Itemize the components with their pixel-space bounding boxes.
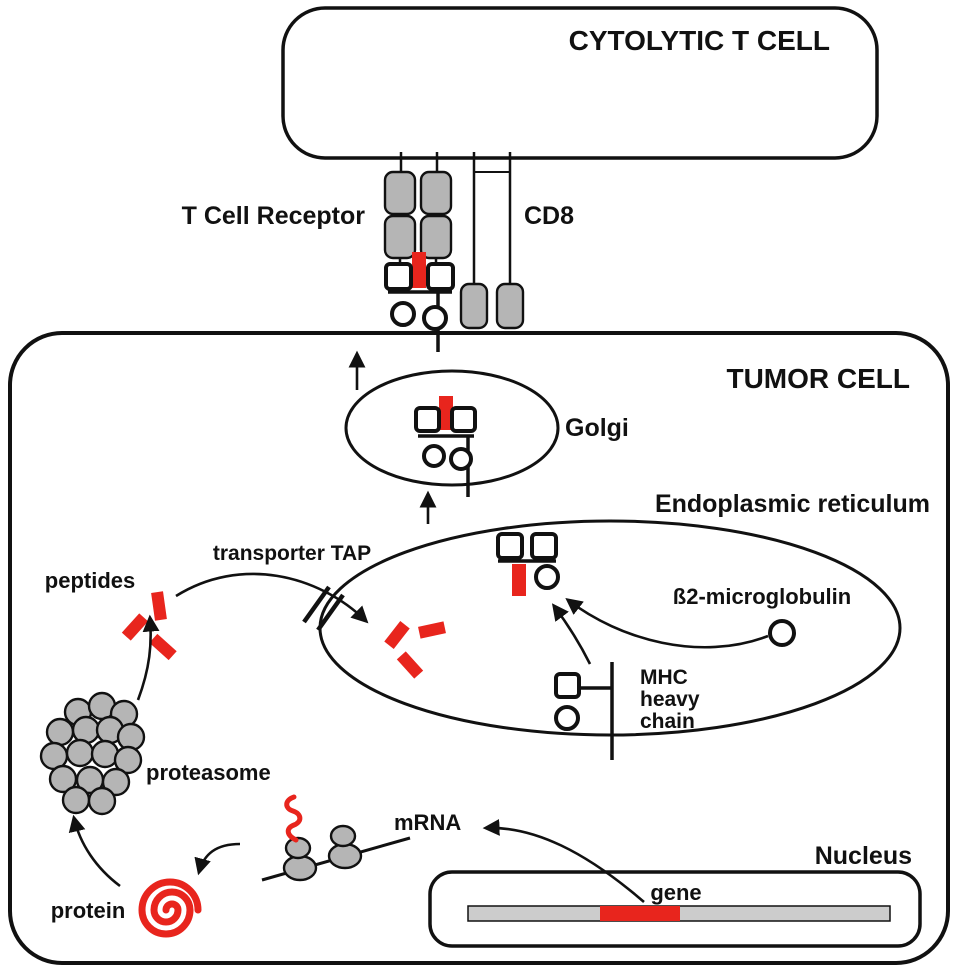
peptide-fragment-icon [384, 621, 410, 649]
arrow-b2m-to-complex [565, 597, 769, 649]
peptide-fragment-icon [151, 591, 167, 621]
protein-label: protein [51, 898, 126, 923]
proteasome-icon: proteasome [39, 691, 271, 816]
peptide-fragment-icon [121, 613, 149, 641]
cd8-coreceptor-icon: CD8 [459, 152, 574, 330]
peptides-in-er-group [384, 621, 446, 679]
cytolytic-t-cell: CYTOLYTIC T CELL [281, 6, 879, 160]
mhc-peptide-complex-surface-icon [384, 252, 455, 352]
tcr-domain-icon [383, 170, 417, 216]
ribosome-icon [284, 836, 312, 860]
tcr-domain-icon [419, 170, 453, 216]
peptide-fragment-icon [418, 621, 446, 639]
transporter-tap-label: transporter TAP [213, 542, 371, 565]
mhc-peptide-complex-golgi-icon [414, 396, 477, 497]
nucleus: Nucleus gene [428, 842, 922, 948]
t-cell-receptor-icon: T Cell Receptor [182, 152, 453, 266]
beta2-microglobulin-label: ß2-microglobulin [673, 584, 851, 609]
tcr-domain-icon [383, 214, 417, 260]
mhc-heavy-chain-label-line2: heavy [640, 688, 700, 711]
cd8-domain-icon [459, 282, 489, 330]
arrow-heavychain-to-complex [551, 603, 592, 665]
gene-segment-icon [600, 906, 680, 921]
gene-label: gene [650, 880, 701, 905]
arrow-proteasome-to-peptides [136, 614, 160, 701]
t-cell-membrane [281, 6, 879, 160]
endoplasmic-reticulum-label: Endoplasmic reticulum [655, 490, 930, 518]
cytolytic-t-cell-label: CYTOLYTIC T CELL [569, 25, 830, 56]
mrna-label: mRNA [394, 810, 461, 835]
endoplasmic-reticulum: Endoplasmic reticulum [318, 490, 930, 737]
mhc-heavy-chain-icon: MHC heavy chain [554, 662, 700, 760]
cd8-label: CD8 [524, 202, 574, 230]
golgi-label: Golgi [565, 414, 629, 442]
nucleus-label: Nucleus [815, 842, 912, 870]
arrow-protein-to-proteasome [68, 814, 121, 888]
gene-bar: gene [467, 880, 891, 922]
mhc-heavy-chain-label-line1: MHC [640, 666, 688, 689]
cd8-domain-icon [495, 282, 525, 330]
ribosome-icon [329, 824, 357, 848]
peptide-icon [439, 396, 453, 430]
proteasome-label: proteasome [146, 760, 271, 785]
ribosome-icon [327, 842, 363, 870]
arrow-peptides-to-tap [175, 572, 369, 624]
protein-icon: protein [51, 878, 202, 938]
peptide-icon [512, 564, 526, 596]
tumor-cell-label: TUMOR CELL [726, 363, 910, 394]
beta2-microglobulin: ß2-microglobulin [673, 584, 851, 647]
t-cell-receptor-label: T Cell Receptor [182, 202, 366, 230]
mhc-peptide-complex-er-icon [496, 532, 560, 596]
mhc-heavy-chain-label-line3: chain [640, 710, 695, 733]
protein-spiral-icon [138, 878, 202, 938]
peptide-icon [412, 252, 426, 288]
nascent-protein-icon [284, 794, 303, 843]
tcr-domain-icon [419, 214, 453, 260]
golgi: Golgi [344, 369, 629, 497]
peptides-label: peptides [45, 568, 135, 593]
peptide-fragment-icon [396, 651, 424, 679]
peptides-group: peptides [45, 568, 177, 661]
ribosome-mrna-group: mRNA [261, 794, 461, 882]
arrow-gene-to-mrna [482, 819, 645, 903]
peptide-fragment-icon [149, 633, 177, 661]
ribosome-icon [282, 854, 318, 882]
beta2-microglobulin-icon [768, 619, 796, 647]
arrow-ribosome-to-protein [194, 842, 241, 876]
